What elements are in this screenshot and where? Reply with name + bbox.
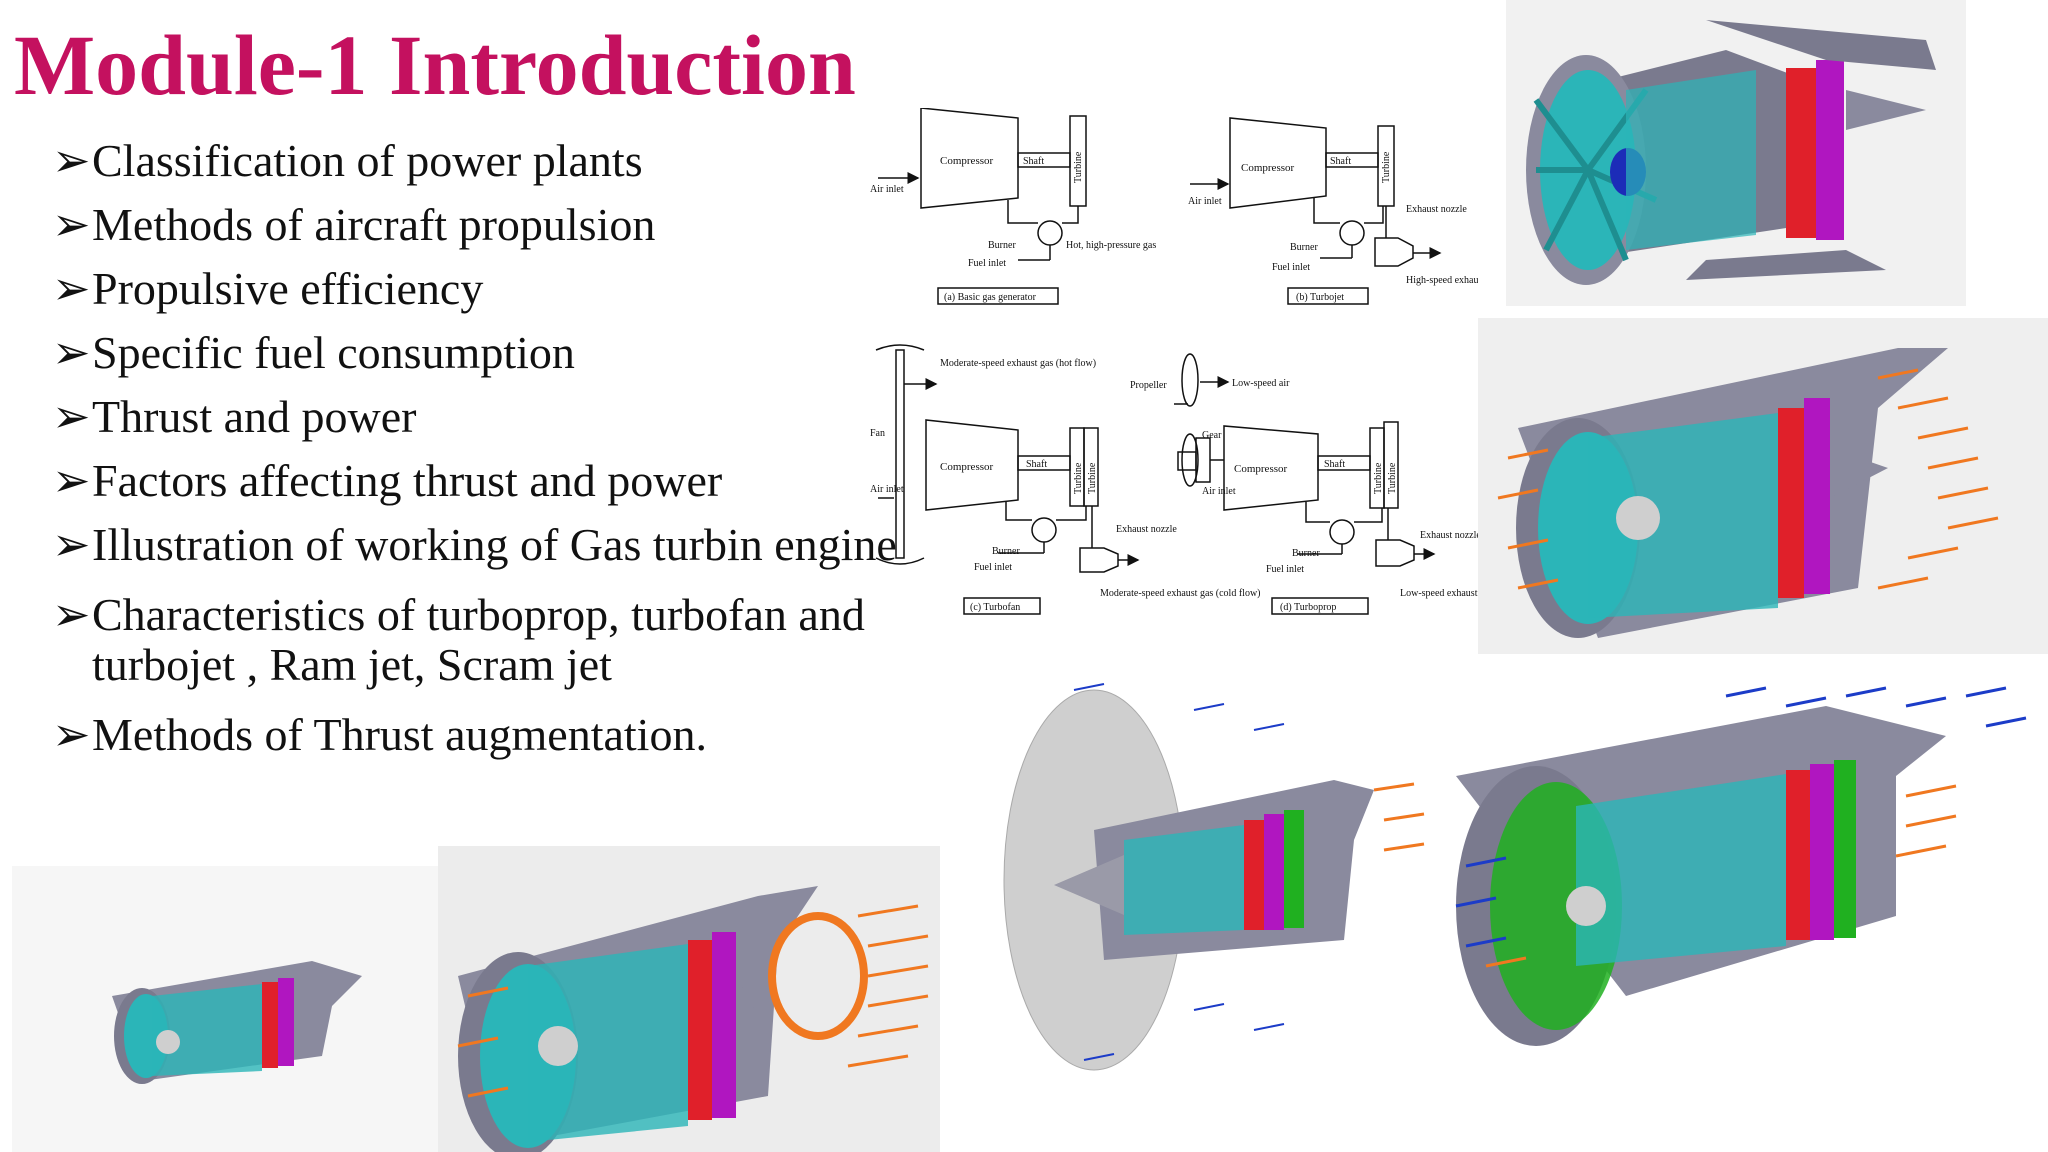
engine-render-with-exhaust [1478, 318, 2048, 654]
schematic-turbojet [1190, 117, 1442, 305]
topic-item: ➢Specific fuel consumption [52, 328, 902, 378]
schematic-basic-gas-generator [878, 108, 1087, 305]
topic-item: ➢Propulsive efficiency [52, 264, 902, 314]
schematic-turboprop [1174, 353, 1436, 615]
label: Moderate-speed exhaust gas (hot flow) [940, 358, 1096, 369]
arrow-bullet-icon: ➢ [52, 391, 91, 442]
label: Compressor [1241, 162, 1295, 174]
arrow-bullet-icon: ➢ [52, 263, 91, 314]
label: Shaft [1330, 156, 1351, 167]
topic-text: Illustration of working of Gas turbin en… [92, 519, 897, 570]
label: Hot, high-pressure gas [1066, 240, 1156, 251]
topic-text: Factors affecting thrust and power [92, 455, 723, 506]
label: Burner [992, 546, 1020, 557]
label: Fuel inlet [1266, 564, 1304, 575]
arrow-bullet-icon: ➢ [52, 327, 91, 378]
topic-item: ➢Methods of aircraft propulsion [52, 200, 902, 250]
label: Burner [1290, 242, 1318, 253]
topic-item: ➢Illustration of working of Gas turbin e… [52, 520, 902, 570]
label: Fuel inlet [974, 562, 1012, 573]
topic-text: Specific fuel consumption [92, 327, 575, 378]
topic-text: Classification of power plants [92, 135, 643, 186]
topic-text: Methods of aircraft propulsion [92, 199, 656, 250]
label: Turbine [1373, 462, 1384, 494]
label: Turbine [1381, 151, 1392, 183]
slide-title: Module-1 Introduction [14, 17, 856, 113]
label: Air inlet [1188, 196, 1222, 207]
label: Compressor [940, 155, 994, 167]
arrow-bullet-icon: ➢ [52, 455, 91, 506]
arrow-bullet-icon: ➢ [52, 519, 91, 570]
label: Low-speed air [1232, 378, 1290, 389]
topic-text: Propulsive efficiency [92, 263, 484, 314]
arrow-bullet-icon: ➢ [52, 135, 91, 186]
arrow-bullet-icon: ➢ [52, 199, 91, 250]
topic-text: Methods of Thrust augmentation. [92, 709, 707, 760]
topic-item: ➢Classification of power plants [52, 136, 902, 186]
engine-render-turboprop [994, 680, 1426, 1074]
label: Moderate-speed exhaust gas (cold flow) [1100, 588, 1261, 599]
label: Air inlet [870, 484, 904, 495]
label: Fuel inlet [1272, 262, 1310, 273]
figure-caption: (a) Basic gas generator [944, 292, 1037, 303]
label: Burner [988, 240, 1016, 251]
figure-caption: (d) Turboprop [1280, 602, 1336, 613]
engine-render-small [12, 866, 440, 1152]
label: Compressor [940, 461, 994, 473]
label: Gear [1202, 430, 1222, 441]
engine-schematics-figure: Compressor Shaft Turbine Air inlet Burne… [870, 108, 1478, 615]
label: Fuel inlet [968, 258, 1006, 269]
label: Low-speed exhaust gas [1400, 588, 1478, 599]
label: Air inlet [870, 184, 904, 195]
topic-list: ➢Classification of power plants ➢Methods… [52, 136, 902, 780]
schematic-turbofan [875, 344, 1140, 615]
label: Burner [1292, 548, 1320, 559]
label: Exhaust nozzle [1406, 204, 1467, 215]
label: Air inlet [1202, 486, 1236, 497]
engine-render-afterburner [438, 846, 940, 1152]
topic-item: ➢Characteristics of turboprop, turbofan … [52, 590, 902, 690]
label: Propeller [1130, 380, 1167, 391]
label: Turbine [1073, 151, 1084, 183]
label: Turbine [1073, 462, 1084, 494]
label: Shaft [1026, 459, 1047, 470]
label: Turbine [1087, 462, 1098, 494]
engine-render-turbojet [1506, 0, 1966, 306]
figure-caption: (b) Turbojet [1296, 292, 1344, 303]
topic-text: Characteristics of turboprop, turbofan a… [92, 589, 865, 690]
label: High-speed exhaust gas [1406, 275, 1478, 286]
label: Shaft [1023, 156, 1044, 167]
label: Exhaust nozzle [1420, 530, 1478, 541]
topic-item: ➢Factors affecting thrust and power [52, 456, 902, 506]
label: Exhaust nozzle [1116, 524, 1177, 535]
topic-item: ➢Thrust and power [52, 392, 902, 442]
label: Shaft [1324, 459, 1345, 470]
topic-text: Thrust and power [92, 391, 417, 442]
label: Compressor [1234, 463, 1288, 475]
arrow-bullet-icon: ➢ [52, 709, 91, 760]
label: Turbine [1387, 462, 1398, 494]
arrow-bullet-icon: ➢ [52, 589, 91, 640]
label: Fan [870, 428, 885, 439]
engine-render-turbofan [1426, 666, 2048, 1060]
figure-caption: (c) Turbofan [970, 602, 1020, 613]
topic-item: ➢Methods of Thrust augmentation. [52, 710, 902, 760]
